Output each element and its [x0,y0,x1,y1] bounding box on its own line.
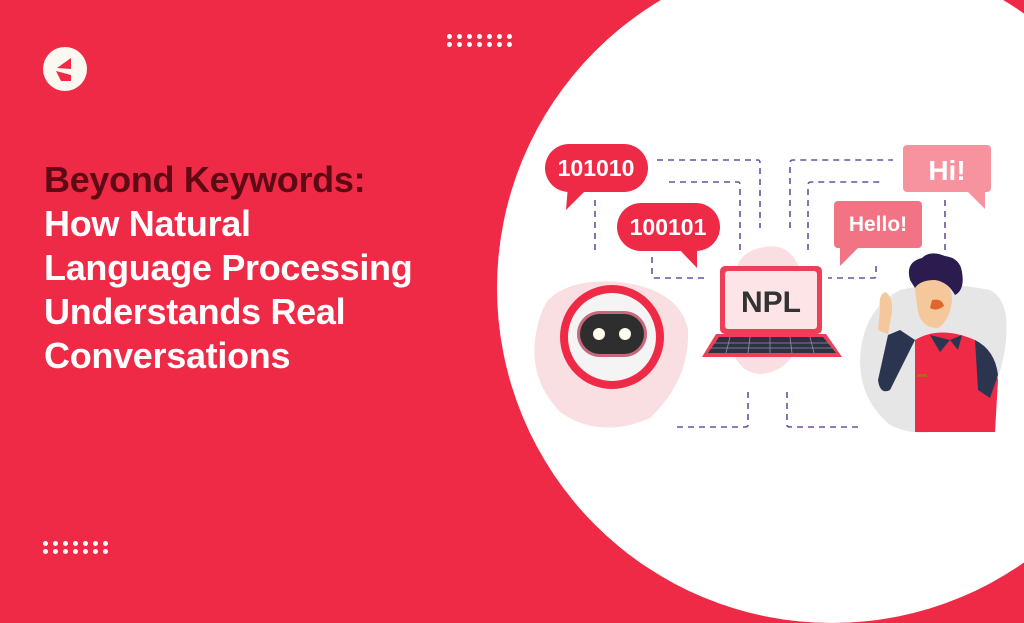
title-line-3: Language Processing [44,247,413,288]
title-line-4: Understands Real [44,291,346,332]
page-title: Beyond Keywords: How Natural Language Pr… [44,158,413,378]
svg-text:101010: 101010 [558,155,635,181]
svg-text:Hi!: Hi! [928,155,965,186]
bubble-hello: Hello! [834,201,922,266]
nlp-illustration: 101010 100101 Hi! Hello! NPL [534,144,1007,433]
dot-grid-decoration-top [447,34,517,50]
svg-text:NPL: NPL [741,286,801,319]
title-line-1: Beyond Keywords: [44,159,366,200]
laptop-icon: NPL [702,266,842,357]
dashed-connectors [594,159,946,428]
bubble-binary-2: 100101 [617,203,720,268]
robot-face-icon [560,285,664,389]
brand-logo-icon[interactable] [43,47,87,91]
bubble-hi: Hi! [903,145,991,209]
waving-person-icon [878,253,998,432]
svg-text:Hello!: Hello! [849,213,907,236]
dot-grid-decoration-bottom [43,541,113,557]
bubble-binary-1: 101010 [545,144,648,210]
svg-text:100101: 100101 [630,214,707,240]
title-line-2: How Natural [44,203,251,244]
title-line-5: Conversations [44,335,291,376]
